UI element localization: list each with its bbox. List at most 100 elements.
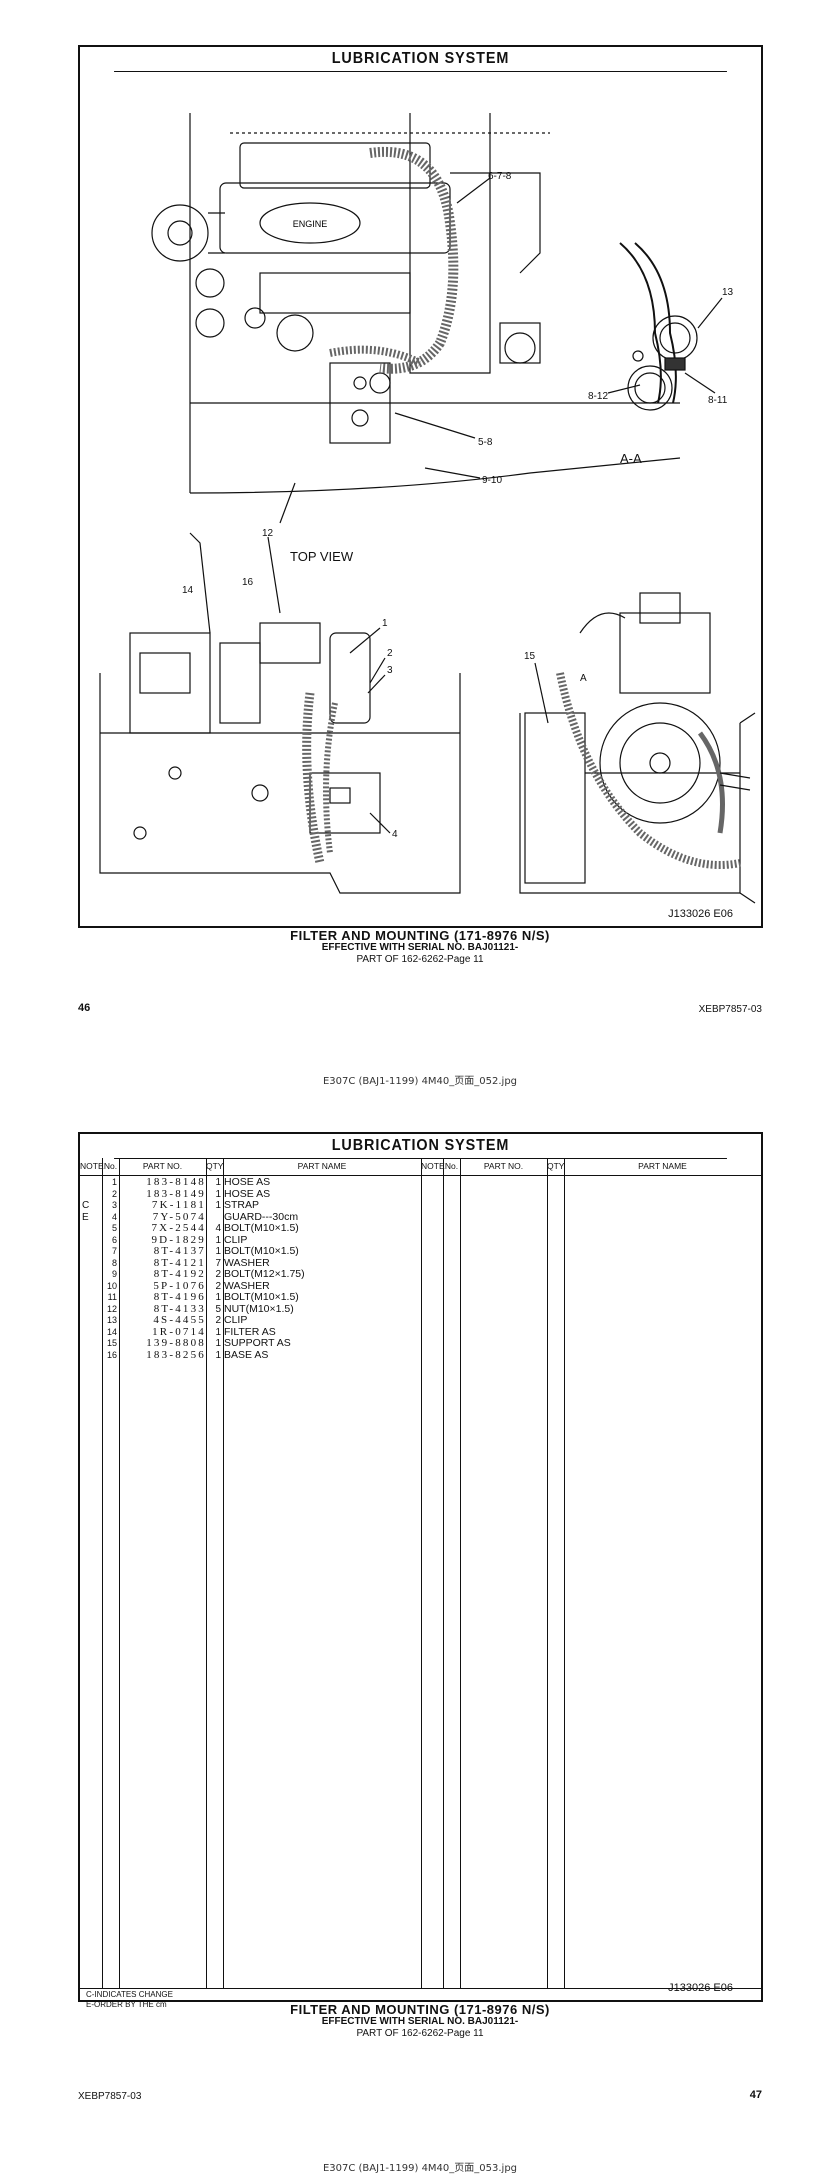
header-part-name: PART NAME bbox=[223, 1158, 421, 1176]
callout-8-11: 8-11 bbox=[708, 395, 728, 406]
row-quantity: 1 bbox=[215, 1246, 221, 1257]
row-part-number: 5P-1076 bbox=[153, 1279, 206, 1292]
row-quantity: 1 bbox=[215, 1177, 221, 1188]
legend-order: E-ORDER BY THE cm bbox=[86, 2000, 167, 2009]
caption-part-of: PART OF 162-6262-Page 11 bbox=[356, 954, 484, 965]
row-part-number: 183-8149 bbox=[146, 1187, 206, 1200]
page-46: LUBRICATION SYSTEM bbox=[78, 45, 763, 1087]
header-no-right: No. bbox=[443, 1158, 460, 1176]
row-part-name: BOLT(M12×1.75) bbox=[224, 1268, 305, 1280]
callout-5-8: 5-8 bbox=[478, 437, 493, 448]
row-quantity: 1 bbox=[215, 1292, 221, 1303]
row-part-number: 8T-4192 bbox=[153, 1268, 206, 1280]
section-label: A-A bbox=[620, 451, 642, 466]
row-part-number: 8T-4196 bbox=[153, 1291, 206, 1303]
drawing-code: J133026 E06 bbox=[668, 908, 733, 920]
row-part-number: 1R-0714 bbox=[152, 1325, 206, 1338]
column-divider bbox=[460, 1158, 461, 1988]
caption-part-of: PART OF 162-6262-Page 11 bbox=[356, 2028, 484, 2039]
row-number: 13 bbox=[106, 1315, 117, 1325]
row-part-number: 8T-4121 bbox=[153, 1256, 206, 1269]
row-part-number: 4S-4455 bbox=[153, 1314, 206, 1326]
row-part-name: BOLT(M10×1.5) bbox=[224, 1222, 299, 1234]
row-part-name: BOLT(M10×1.5) bbox=[224, 1245, 299, 1257]
row-quantity: 1 bbox=[215, 1234, 221, 1246]
page-number: 47 bbox=[749, 2089, 762, 2101]
callout-14: 14 bbox=[182, 585, 194, 596]
row-quantity: 2 bbox=[215, 1280, 221, 1292]
callout-12: 12 bbox=[262, 528, 274, 539]
row-part-name: WASHER bbox=[224, 1279, 270, 1292]
callout-16: 16 bbox=[242, 577, 254, 588]
callout-15: 15 bbox=[524, 651, 536, 662]
header-part-no: PART NO. bbox=[119, 1158, 206, 1176]
header-qty-right: QTY. bbox=[547, 1158, 566, 1176]
callout-2: 2 bbox=[387, 648, 393, 659]
column-divider bbox=[443, 1158, 444, 1988]
row-quantity: 2 bbox=[215, 1269, 221, 1280]
callout-13: 13 bbox=[722, 287, 734, 298]
callout-9-10: 9-10 bbox=[482, 475, 502, 486]
row-number: 7 bbox=[111, 1246, 117, 1256]
row-number: 10 bbox=[106, 1280, 117, 1291]
legend-divider bbox=[80, 1988, 761, 1989]
header-note-right: NOTE bbox=[421, 1158, 445, 1176]
row-part-number: 8T-4137 bbox=[153, 1245, 206, 1257]
row-part-name: BASE AS bbox=[224, 1348, 269, 1361]
row-quantity: 1 bbox=[215, 1338, 221, 1349]
row-quantity: 2 bbox=[215, 1315, 221, 1326]
section-title: LUBRICATION SYSTEM bbox=[114, 1134, 727, 1159]
parts-list-frame: LUBRICATION SYSTEM NOTE No. PART NO. QTY… bbox=[78, 1132, 763, 2009]
callout-3: 3 bbox=[387, 665, 393, 676]
column-divider bbox=[102, 1158, 103, 1988]
drawing-code: J133026 E06 bbox=[668, 1982, 733, 1994]
row-part-name: FILTER AS bbox=[224, 1325, 276, 1338]
row-part-number: 139-8808 bbox=[146, 1337, 206, 1349]
illustration-frame: LUBRICATION SYSTEM bbox=[78, 45, 763, 928]
row-part-name: CLIP bbox=[224, 1233, 248, 1246]
lubrication-illustration: ENGINE 6-7-8 13 8-12 8-11 A-A 5-8 9-10 1… bbox=[99, 113, 756, 904]
column-divider bbox=[547, 1158, 548, 1988]
callout-a: A bbox=[580, 673, 587, 684]
engine-label: ENGINE bbox=[293, 219, 328, 229]
row-part-number: 7X-2544 bbox=[151, 1222, 206, 1234]
caption-serial: EFFECTIVE WITH SERIAL NO. BAJ01121- bbox=[321, 2016, 519, 2027]
document-id: XEBP7857-03 bbox=[698, 1004, 762, 1015]
row-quantity: 4 bbox=[215, 1223, 221, 1234]
row-quantity: 1 bbox=[215, 1200, 221, 1211]
callout-8-12: 8-12 bbox=[588, 391, 608, 402]
caption-title: FILTER AND MOUNTING (171-8976 N/S) bbox=[290, 2002, 550, 2017]
file-name: E307C (BAJ1-1199) 4M40_页面_053.jpg bbox=[322, 2163, 518, 2174]
row-number: 5 bbox=[111, 1223, 117, 1233]
row-part-name: BOLT(M10×1.5) bbox=[224, 1291, 299, 1303]
legend: C-INDICATES CHANGE E-ORDER BY THE cm bbox=[86, 1990, 173, 2010]
header-part-no-right: PART NO. bbox=[460, 1158, 547, 1176]
callout-4: 4 bbox=[392, 829, 398, 840]
row-part-number: 183-8148 bbox=[146, 1176, 206, 1188]
row-part-number: 9D-1829 bbox=[151, 1233, 206, 1246]
document-id: XEBP7857-03 bbox=[78, 2091, 142, 2102]
view-label: TOP VIEW bbox=[290, 549, 354, 564]
column-divider bbox=[564, 1158, 565, 1988]
row-number: 9 bbox=[111, 1269, 117, 1279]
row-note: E bbox=[82, 1211, 89, 1223]
row-number: 11 bbox=[107, 1292, 117, 1302]
row-part-name: GUARD---30cm bbox=[224, 1210, 299, 1223]
row-note: C bbox=[82, 1200, 90, 1211]
header-qty: QTY. bbox=[206, 1158, 225, 1176]
row-part-name: WASHER bbox=[224, 1256, 270, 1269]
row-number: 4 bbox=[111, 1211, 117, 1222]
row-quantity: 1 bbox=[215, 1349, 221, 1361]
legend-change: C-INDICATES CHANGE bbox=[86, 1990, 173, 1999]
row-part-name: HOSE AS bbox=[224, 1176, 271, 1188]
column-divider bbox=[119, 1158, 120, 1988]
